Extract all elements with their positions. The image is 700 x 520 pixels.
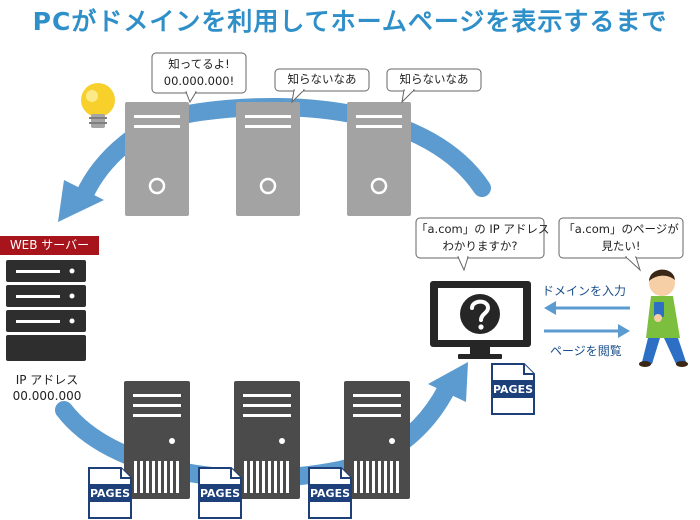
bubble-user-text: 「a.com」のページが 見たい!: [559, 221, 683, 255]
bubble-dns-1-text: 知ってるよ! 00.000.000!: [152, 56, 246, 90]
view-page-arrow: [544, 324, 630, 338]
bubble-user: [558, 217, 684, 272]
server-bottom-2: [234, 381, 300, 499]
pages-label: PAGES: [90, 487, 130, 500]
web-server-rack: [4, 258, 86, 362]
ip-value-text: 00.000.000: [12, 389, 82, 403]
bubble-dns-1-line2: 00.000.000!: [163, 74, 235, 88]
pages-label: PAGES: [310, 487, 350, 500]
bottom-arc-arrow: [55, 362, 468, 488]
bubble-pc: [415, 217, 545, 272]
server-bottom-3: [344, 381, 410, 499]
pages-doc-1: PAGES: [88, 467, 132, 519]
diagram-title: PCがドメインを利用してホームページを表示するまで: [32, 7, 668, 36]
input-domain-arrow: [544, 301, 630, 315]
bubble-dns-1-line1: 知ってるよ!: [168, 57, 230, 71]
bubble-user-line2: 見たい!: [601, 239, 641, 253]
ip-label-text: IP アドレス: [15, 373, 79, 387]
bubble-user-line1: 「a.com」のページが: [563, 222, 679, 236]
lightbulb-icon: [81, 83, 115, 128]
bubble-dns-2: [274, 68, 370, 104]
pages-doc-2: PAGES: [198, 467, 242, 519]
user-person-icon: [639, 269, 688, 367]
bubble-dns-1: [151, 52, 247, 104]
pages-doc-pc: PAGES: [491, 363, 535, 415]
server-bottom-1: [124, 381, 190, 499]
view-page-label: ページを閲覧: [550, 344, 622, 358]
web-server-badge: WEB サーバー: [0, 236, 99, 255]
bubble-dns-2-text: 知らないなあ: [287, 72, 357, 86]
pages-label: PAGES: [200, 487, 240, 500]
dns-server-1: [123, 100, 191, 218]
dns-server-3: [345, 100, 413, 218]
top-arc-arrow: [58, 97, 491, 222]
bubble-pc-line2: わかりますか?: [442, 239, 518, 253]
dns-server-2: [234, 100, 302, 218]
question-icon: [460, 294, 500, 334]
bubble-pc-line1: 「a.com」の IP アドレス: [416, 222, 550, 236]
bubble-dns-3: [386, 68, 482, 104]
pages-label: PAGES: [493, 383, 533, 396]
input-domain-label: ドメインを入力: [542, 284, 627, 298]
bubble-pc-text: 「a.com」の IP アドレス わかりますか?: [416, 221, 550, 255]
bubble-dns-3-text: 知らないなあ: [399, 72, 469, 86]
pages-doc-3: PAGES: [308, 467, 352, 519]
ip-address-label: IP アドレス 00.000.000: [0, 372, 94, 404]
